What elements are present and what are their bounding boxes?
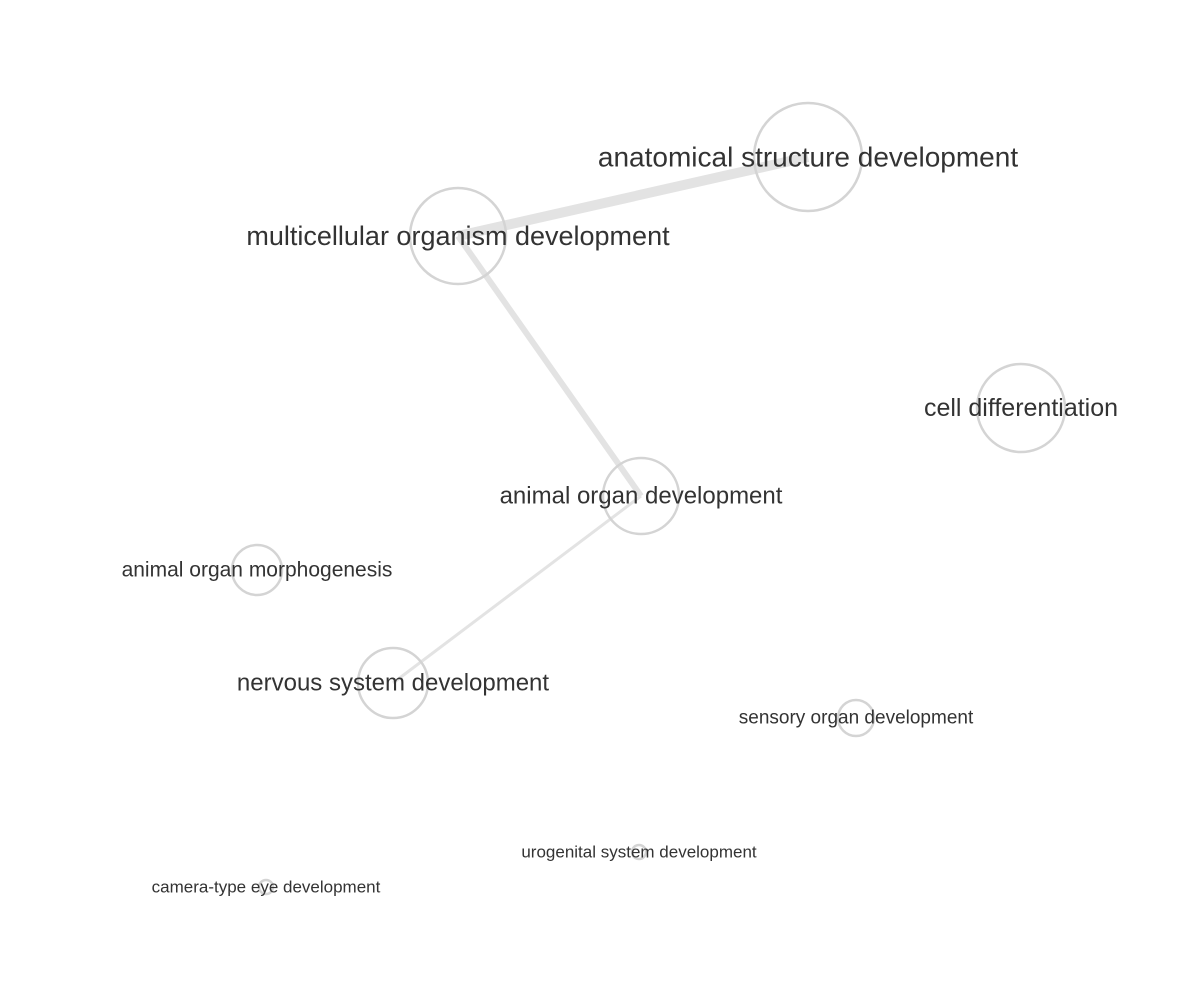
node-label: animal organ development (500, 483, 783, 510)
edge-animal-organ-development-nervous-system-development (392, 494, 642, 685)
node-label: urogenital system development (521, 843, 757, 862)
node-sensory-organ-development[interactable]: sensory organ development (739, 698, 974, 738)
edge-multicellular-organism-development-animal-organ-development (455, 234, 644, 498)
node-label: animal organ morphogenesis (122, 559, 393, 582)
node-label: anatomical structure development (598, 142, 1018, 173)
node-label: sensory organ development (739, 708, 974, 729)
node-anatomical-structure-development[interactable]: anatomical structure development (598, 101, 1018, 213)
node-circle[interactable] (601, 456, 681, 536)
node-multicellular-organism-development[interactable]: multicellular organism development (246, 186, 670, 286)
node-circle[interactable] (836, 698, 876, 738)
nodes-layer: anatomical structure development multicel… (122, 101, 1118, 897)
node-circle[interactable] (975, 362, 1067, 454)
node-label: cell differentiation (924, 394, 1118, 422)
node-urogenital-system-development[interactable]: urogenital system development (521, 843, 757, 862)
node-label: nervous system development (237, 670, 549, 697)
edge-multicellular-organism-development-anatomical-structure-development (456, 152, 810, 241)
node-nervous-system-development[interactable]: nervous system development (237, 646, 549, 720)
node-circle[interactable] (752, 101, 864, 213)
node-label: multicellular organism development (246, 221, 670, 251)
node-camera-type-eye-development[interactable]: camera-type eye development (152, 878, 381, 897)
node-cell-differentiation[interactable]: cell differentiation (924, 362, 1118, 454)
node-label: camera-type eye development (152, 878, 381, 897)
node-circle[interactable] (230, 543, 284, 597)
node-circle[interactable] (408, 186, 508, 286)
edges-layer (392, 152, 810, 685)
node-animal-organ-development[interactable]: animal organ development (500, 456, 783, 536)
node-circle[interactable] (356, 646, 430, 720)
node-circle[interactable] (257, 878, 275, 896)
node-circle[interactable] (630, 843, 648, 861)
node-animal-organ-morphogenesis[interactable]: animal organ morphogenesis (122, 543, 393, 597)
